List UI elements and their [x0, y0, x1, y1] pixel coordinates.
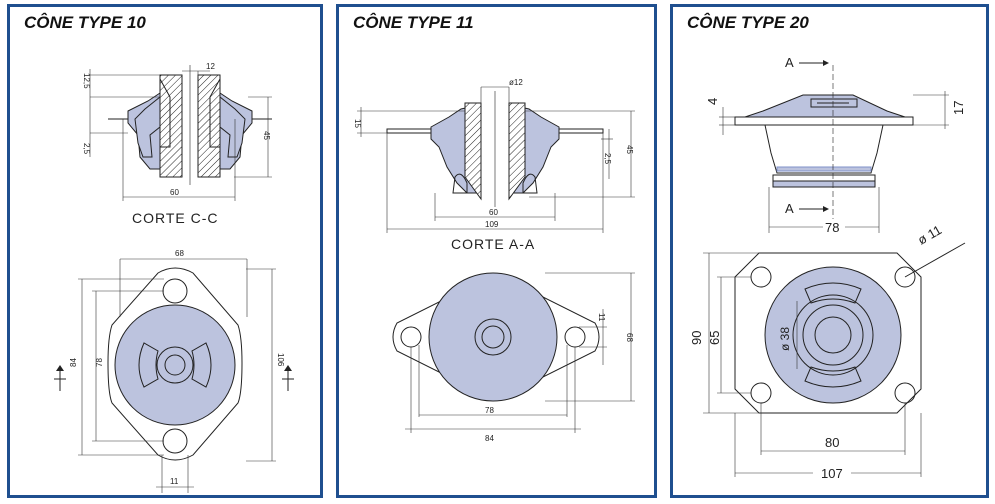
dim-106: 106 — [276, 353, 285, 367]
dim-84: 84 — [485, 434, 494, 443]
dim-109: 109 — [485, 220, 499, 229]
section-caption: CORTE C-C — [132, 210, 219, 226]
dim-45: 45 — [625, 145, 634, 154]
section-mark-bottom: A — [785, 201, 794, 216]
cone-type-10-drawing: 12 12,5 2,5 45 60 CORTE C-C — [54, 62, 294, 493]
dim-4: 4 — [705, 98, 720, 105]
dim-78: 78 — [95, 358, 104, 367]
panel-title: CÔNE TYPE 20 — [687, 13, 809, 32]
dim-17: 17 — [951, 101, 966, 115]
dim-12: 12 — [206, 62, 215, 71]
dim-60: 60 — [170, 188, 179, 197]
dim-2-5: 2,5 — [82, 143, 91, 155]
panel-cone-type-20: CÔNE TYPE 20 A A 4 17 — [670, 4, 989, 498]
dim-d12: ø12 — [509, 78, 523, 87]
cone-type-11-drawing: ø12 15 2,5 45 60 109 CORTE A-A — [353, 78, 635, 443]
dim-60: 60 — [489, 208, 498, 217]
panel-cone-type-10: CÔNE TYPE 10 12 — [7, 4, 323, 498]
panel-title: CÔNE TYPE 10 — [24, 13, 146, 32]
dim-68: 68 — [625, 333, 634, 342]
dim-11: 11 — [597, 313, 606, 322]
dim-90: 90 — [689, 331, 704, 345]
top-view: ø 11 90 65 ø 38 80 107 — [689, 222, 966, 481]
dim-80: 80 — [825, 435, 839, 450]
cone-type-20-drawing: A A 4 17 78 — [689, 55, 966, 481]
panel-cone-type-11: CÔNE TYPE 11 ø12 15 2,5 — [336, 4, 657, 498]
dim-78: 78 — [825, 220, 839, 235]
section-view: ø12 15 2,5 45 60 109 CORTE A-A — [353, 78, 635, 252]
dim-2-5: 2,5 — [603, 153, 612, 165]
dim-d11: ø 11 — [915, 222, 944, 248]
dim-84: 84 — [69, 358, 78, 367]
dim-d38: ø 38 — [778, 327, 792, 351]
section-mark-top: A — [785, 55, 794, 70]
dim-45: 45 — [262, 131, 271, 140]
dim-78: 78 — [485, 406, 494, 415]
section-caption: CORTE A-A — [451, 236, 535, 252]
dim-11: 11 — [170, 477, 179, 486]
dim-15: 15 — [353, 119, 362, 128]
dim-68: 68 — [175, 249, 184, 258]
panel-title: CÔNE TYPE 11 — [353, 13, 474, 32]
dim-107: 107 — [821, 466, 843, 481]
top-view: 68 106 84 78 11 — [54, 249, 294, 493]
top-view: 68 11 78 84 — [392, 272, 635, 443]
side-view: A A 4 17 78 — [705, 55, 966, 235]
dim-65: 65 — [707, 331, 722, 345]
dim-12-5: 12,5 — [82, 73, 91, 89]
section-view: 12 12,5 2,5 45 60 CORTE C-C — [82, 62, 272, 226]
